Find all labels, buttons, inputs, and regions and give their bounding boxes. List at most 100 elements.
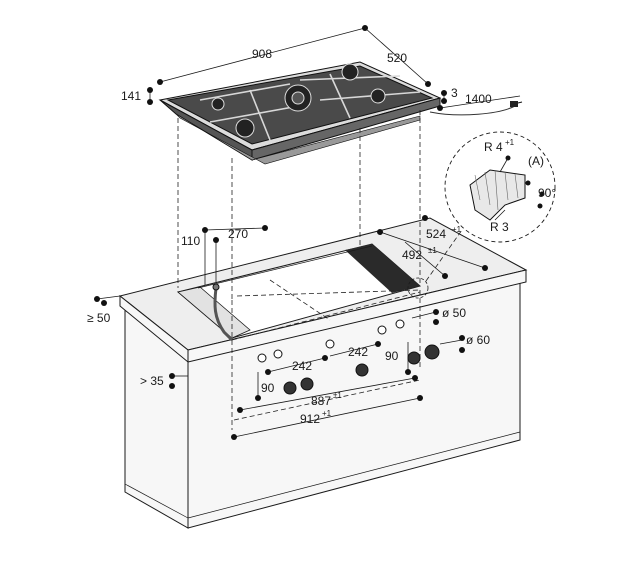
detail-labels: R 4 +1 (A) 90° R 3 <box>484 138 556 234</box>
dim-dot <box>437 105 443 111</box>
label-detail-marker: (A) <box>528 154 544 168</box>
cutout-hidden-line <box>269 279 331 321</box>
knob-hole-icon <box>395 319 405 329</box>
label-cutout-inner: 492 <box>402 248 422 262</box>
burner-center-inner <box>291 91 305 105</box>
label-detail-radius-top-tol: +1 <box>505 138 515 147</box>
control-knobs <box>257 319 440 395</box>
knob-hole-icon <box>273 349 283 359</box>
label-hob-depth: 520 <box>387 51 407 65</box>
label-gas-conn-x: 110 <box>181 234 200 248</box>
label-detail-radius-bottom: R 3 <box>490 220 509 234</box>
dim-line-520 <box>364 27 429 85</box>
label-knob-spacing-left: 242 <box>292 359 312 373</box>
knob-icon <box>424 344 440 360</box>
detail-section <box>469 169 526 221</box>
plinth-side-line <box>124 483 189 519</box>
label-cable-length: 1400 <box>465 92 492 106</box>
dim-dot <box>441 98 447 104</box>
label-wall-distance: ≥ 50 <box>87 311 111 325</box>
dim-dot <box>169 383 175 389</box>
dim-dot <box>459 335 465 341</box>
label-hob-width: 908 <box>252 47 272 61</box>
dim-dot <box>539 191 545 197</box>
burner-front-left <box>235 118 255 138</box>
label-hole-large: ø 60 <box>466 333 490 347</box>
dim-dot <box>433 309 439 315</box>
cabinet <box>118 217 528 529</box>
dimension-lines <box>94 25 521 440</box>
label-hole-small: ø 50 <box>442 306 466 320</box>
cutout-back-edge <box>197 245 373 289</box>
knob-hole-icon <box>257 353 267 363</box>
dim-dot <box>375 341 381 347</box>
dim-line-887 <box>239 377 416 411</box>
dim-line-908 <box>159 27 366 83</box>
dim-dot <box>147 87 153 93</box>
power-plug <box>510 101 518 107</box>
dim-line-912 <box>233 397 421 438</box>
label-knob-spacing-right: 242 <box>348 345 368 359</box>
knob-icon <box>407 351 421 365</box>
label-hob-offset: 3 <box>451 86 458 100</box>
dim-dot <box>231 434 237 440</box>
dim-dot <box>157 79 163 85</box>
dim-dot <box>405 369 411 375</box>
dim-dot <box>482 265 488 271</box>
label-gas-conn-offset: 270 <box>228 227 248 241</box>
detail-source-circle <box>407 277 429 299</box>
dim-dot <box>262 225 268 231</box>
power-cable <box>429 105 516 116</box>
burner-rear-left <box>211 97 225 111</box>
label-cutout-width-b-tol: +1 <box>322 409 332 418</box>
label-front-depth: > 35 <box>140 374 164 388</box>
dim-dot <box>213 237 219 243</box>
detail-hatching <box>474 169 519 211</box>
knob-hole-icon <box>377 325 387 335</box>
dim-line-242-right <box>329 343 379 357</box>
dim-line-d50 <box>411 311 437 319</box>
dim-dot <box>422 215 428 221</box>
dim-dot <box>441 90 447 96</box>
label-cutout-width-a: 887 <box>311 394 331 408</box>
dim-line-d60 <box>439 339 463 345</box>
grate-bar <box>319 91 421 101</box>
dim-dot <box>94 296 100 302</box>
grate-bar <box>199 83 291 101</box>
label-knob-height-left: 90 <box>261 381 275 395</box>
knob-icon <box>283 381 297 395</box>
dim-dot <box>412 375 418 381</box>
label-detail-radius-top: R 4 <box>484 140 503 154</box>
dim-dot <box>147 99 153 105</box>
cutout-shadow <box>345 244 420 293</box>
dim-dot <box>459 347 465 353</box>
detail-view <box>407 131 556 299</box>
dim-line-270 <box>204 227 266 231</box>
dim-line-1400 <box>439 95 521 109</box>
knob-icon <box>355 363 369 377</box>
knob-icon <box>300 377 314 391</box>
dim-line-524 <box>379 231 486 269</box>
dim-dot <box>237 407 243 413</box>
burner-front-right <box>370 88 386 104</box>
detail-leader-r3 <box>494 209 506 221</box>
detail-leader-r4 <box>499 157 509 173</box>
dim-dot <box>377 229 383 235</box>
label-cutout-inner-tol: ±1 <box>428 246 437 255</box>
dim-line-wall <box>96 295 121 300</box>
dim-dot <box>525 180 531 186</box>
label-cutout-width-a-tol: ±1 <box>333 391 342 400</box>
grate-bar <box>249 89 271 141</box>
grate-bar <box>329 73 351 119</box>
label-detail-angle: 90° <box>538 186 556 200</box>
dim-dot <box>322 355 328 361</box>
gas-hob <box>158 61 523 165</box>
dim-dot <box>101 300 107 306</box>
detail-leader <box>425 229 463 282</box>
dim-line-242-left <box>267 357 326 373</box>
label-hob-height: 141 <box>121 89 141 103</box>
gas-pipe <box>213 287 234 342</box>
dim-dot <box>537 203 543 209</box>
dim-dot <box>425 81 431 87</box>
